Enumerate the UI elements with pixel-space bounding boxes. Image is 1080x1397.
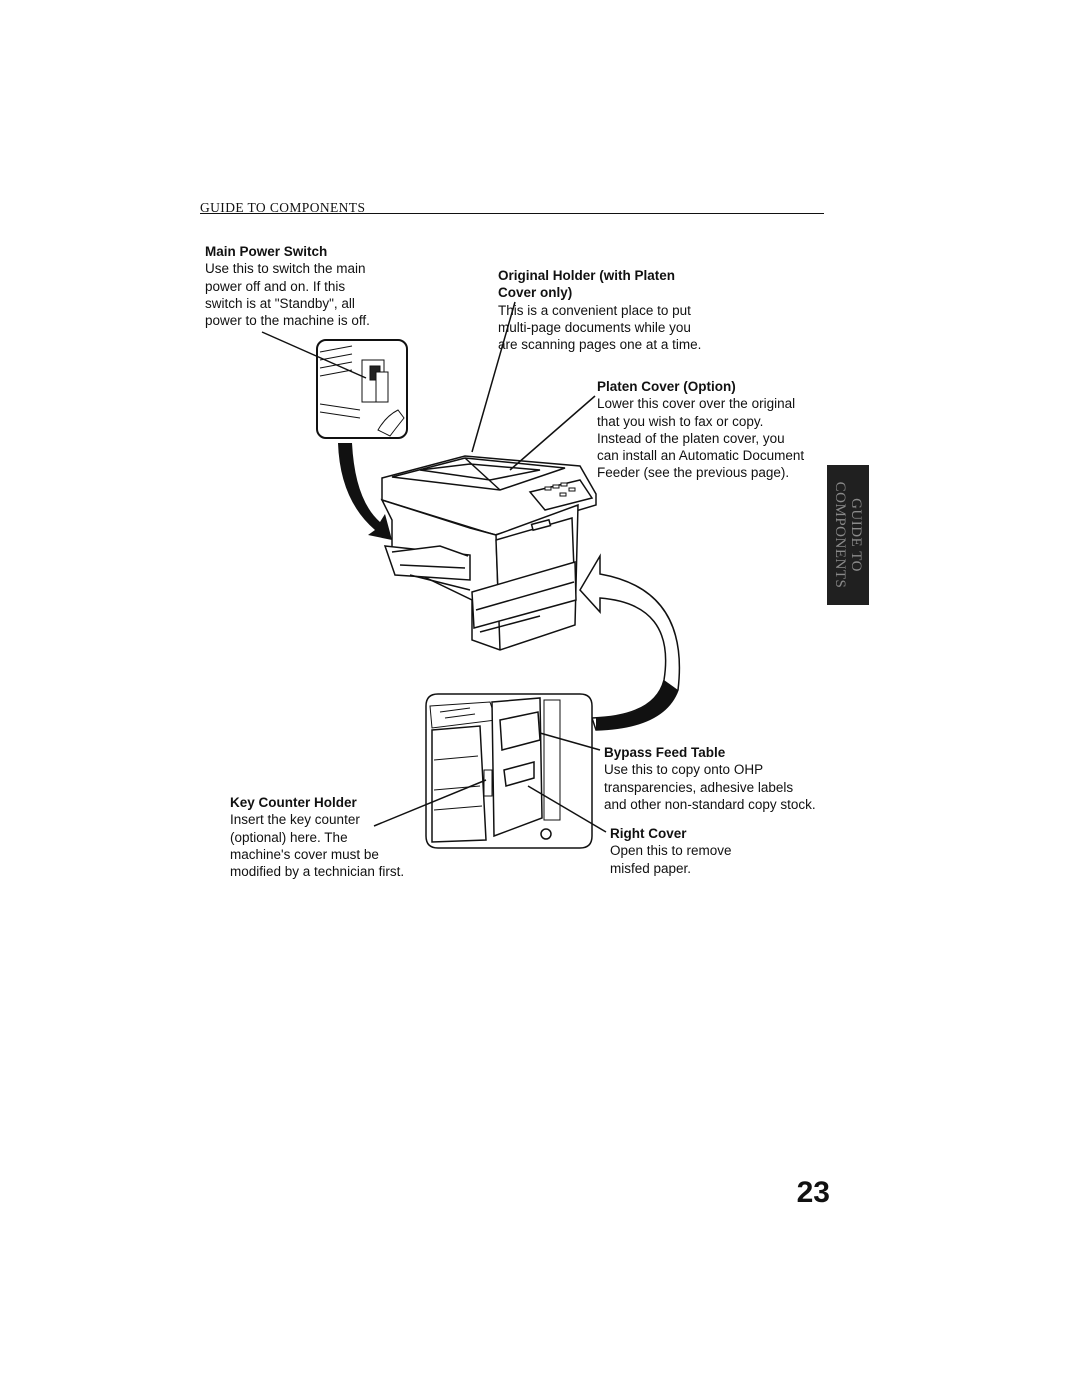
platen-cover-title: Platen Cover (Option) — [597, 379, 736, 394]
right-cover-text: Open this to remove misfed paper. — [610, 843, 732, 876]
key-counter-holder-text: Insert the key counter (optional) here. … — [230, 812, 405, 880]
bypass-feed-table-title: Bypass Feed Table — [604, 745, 726, 760]
main-power-switch-callout: Main Power Switch Use this to switch the… — [205, 243, 370, 329]
right-cover-title: Right Cover — [610, 826, 687, 841]
key-counter-holder-title: Key Counter Holder — [230, 795, 357, 810]
platen-cover-text: Lower this cover over the original that … — [597, 396, 805, 481]
bypass-feed-table-callout: Bypass Feed Table Use this to copy onto … — [604, 744, 816, 813]
section-header: GUIDE TO COMPONENTS — [200, 200, 366, 215]
power-switch-inset — [316, 339, 408, 439]
original-holder-text: This is a convenient place to put multi-… — [498, 302, 702, 353]
bypass-feed-table-text: Use this to copy onto OHP transparencies… — [604, 762, 816, 812]
original-holder-title: Original Holder (with Platen Cover only) — [498, 268, 676, 301]
copier-body — [380, 455, 597, 651]
original-holder-callout: Original Holder (with Platen Cover only)… — [498, 267, 701, 353]
header-rule — [200, 213, 824, 214]
platen-cover-callout: Platen Cover (Option) Lower this cover o… — [597, 378, 804, 482]
main-power-switch-text: Use this to switch the main power off an… — [205, 261, 370, 329]
page-number: 23 — [796, 1176, 830, 1209]
section-side-tab: GUIDE TO COMPONENTS — [827, 465, 869, 605]
key-counter-holder-callout: Key Counter Holder Insert the key counte… — [230, 794, 404, 880]
right-cover-callout: Right Cover Open this to remove misfed p… — [610, 825, 732, 877]
right-side-inset — [425, 693, 593, 849]
main-power-switch-title: Main Power Switch — [205, 244, 328, 259]
